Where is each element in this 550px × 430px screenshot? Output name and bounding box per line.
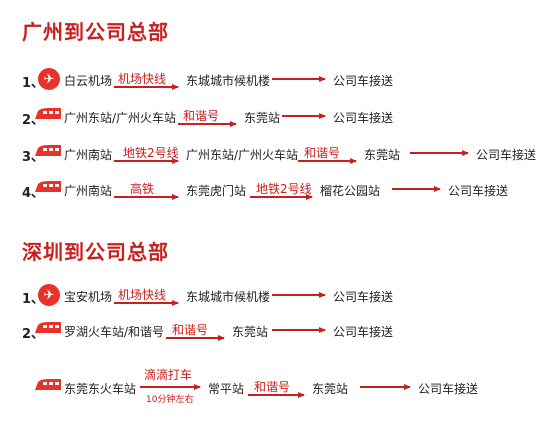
route-transport-tag: 机场快线	[118, 288, 167, 302]
train-icon	[35, 322, 61, 333]
route-transport-tag: 地铁2号线	[256, 182, 312, 196]
route-stop: 东莞站	[364, 148, 401, 162]
plane-icon: ✈	[38, 68, 60, 90]
route-end: 公司车接送	[333, 325, 394, 339]
train-icon	[35, 181, 61, 192]
route-end: 公司车接送	[333, 111, 394, 125]
route-end: 公司车接送	[333, 290, 394, 304]
route-end: 公司车接送	[476, 148, 537, 162]
guangzhou-section-title: 广州到公司总部	[22, 20, 169, 44]
route-start: 白云机场	[64, 74, 113, 88]
route-transport-tag: 滴滴打车	[144, 368, 193, 382]
route-start: 宝安机场	[64, 290, 113, 304]
route-start: 广州南站	[64, 148, 113, 162]
plane-icon: ✈	[38, 284, 60, 306]
route-end: 公司车接送	[448, 184, 509, 198]
route-stop: 东城城市候机楼	[186, 74, 271, 88]
route-transport-tag: 和谐号	[183, 109, 220, 123]
route-start: 罗湖火车站/和谐号	[64, 325, 165, 339]
route-transport-tag: 和谐号	[304, 146, 341, 160]
route-stop: 东莞站	[232, 325, 269, 339]
route-start: 广州南站	[64, 184, 113, 198]
route-transport-tag: 和谐号	[254, 380, 291, 394]
route-start: 东莞东火车站	[64, 382, 137, 396]
shenzhen-section-title: 深圳到公司总部	[22, 240, 169, 264]
route-end: 公司车接送	[418, 382, 479, 396]
route-transport-tag: 高铁	[130, 182, 155, 196]
route-transport-tag: 机场快线	[118, 72, 167, 86]
train-icon	[35, 145, 61, 156]
route-stop: 榴花公园站	[320, 184, 381, 198]
travel-time-note: 10分钟左右	[146, 395, 194, 405]
route-end: 公司车接送	[333, 74, 394, 88]
route-transport-tag: 和谐号	[172, 323, 209, 337]
train-icon	[35, 379, 61, 390]
route-stop: 常平站	[208, 382, 245, 396]
route-stop: 广州东站/广州火车站	[186, 148, 299, 162]
route-stop: 东莞虎门站	[186, 184, 247, 198]
route-stop: 东莞站	[312, 382, 349, 396]
route-start: 广州东站/广州火车站	[64, 111, 177, 125]
route-stop: 东城城市候机楼	[186, 290, 271, 304]
route-stop: 东莞站	[244, 111, 281, 125]
route-transport-tag: 地铁2号线	[123, 146, 179, 160]
train-icon	[35, 108, 61, 119]
